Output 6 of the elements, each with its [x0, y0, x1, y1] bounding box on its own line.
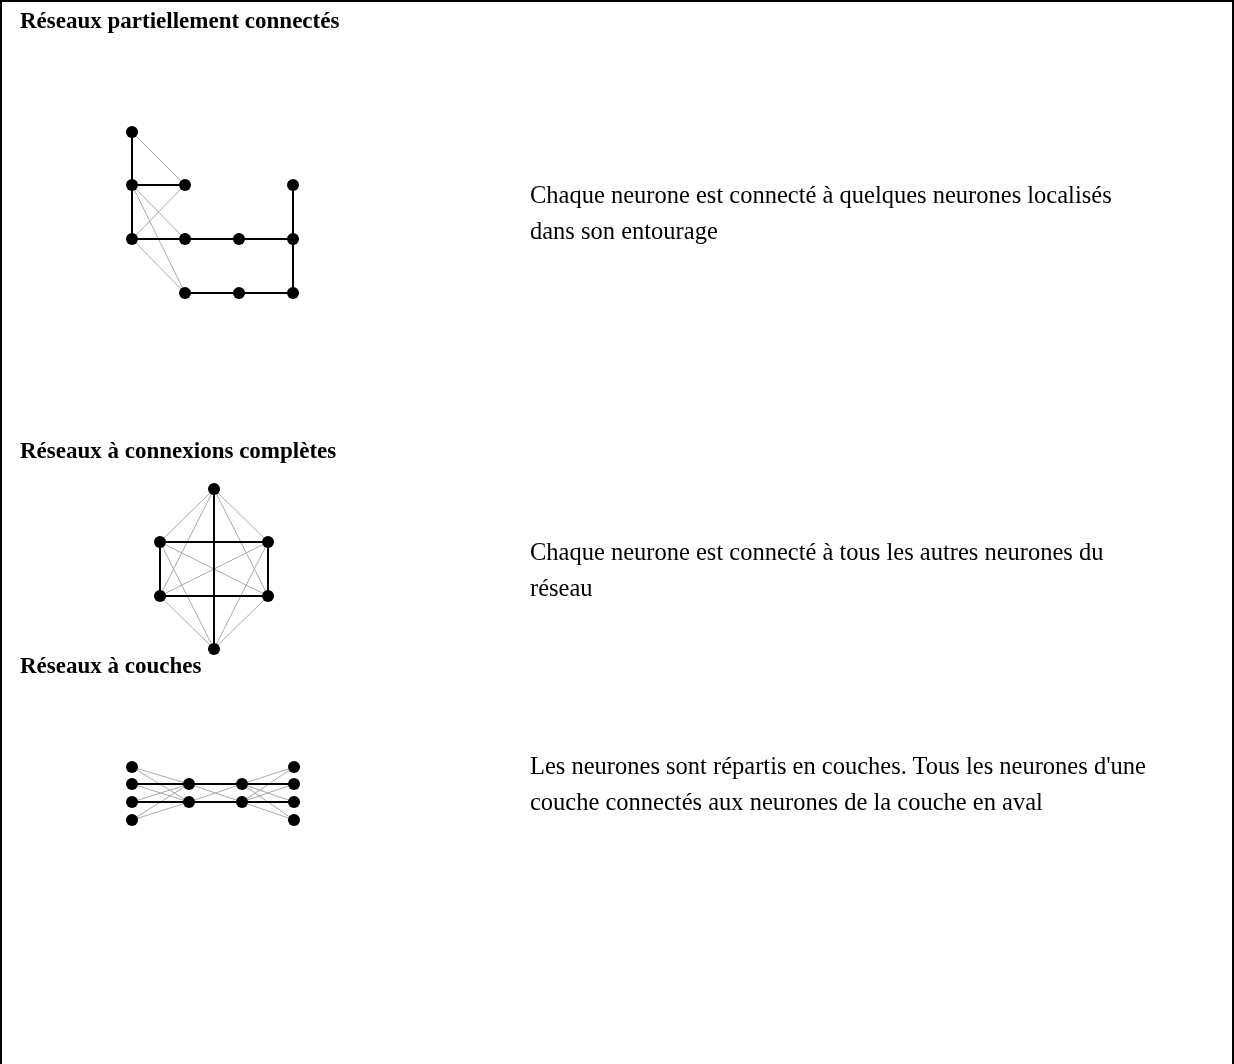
description-text: Chaque neurone est connecté à quelques neurones localisés dans son entourage [530, 180, 1113, 246]
section-heading: Réseaux à couches [20, 653, 202, 679]
section-heading: Réseaux à connexions complètes [20, 438, 337, 464]
description-text: Les neurones sont répartis en couches. Tous les neurones d'une couche connectés aux neurones de la couche en aval [530, 751, 1147, 817]
description-text: Chaque neurone est connecté à tous les autres neurones du réseau [530, 537, 1105, 603]
section-heading: Réseaux partiellement connectés [20, 8, 340, 34]
